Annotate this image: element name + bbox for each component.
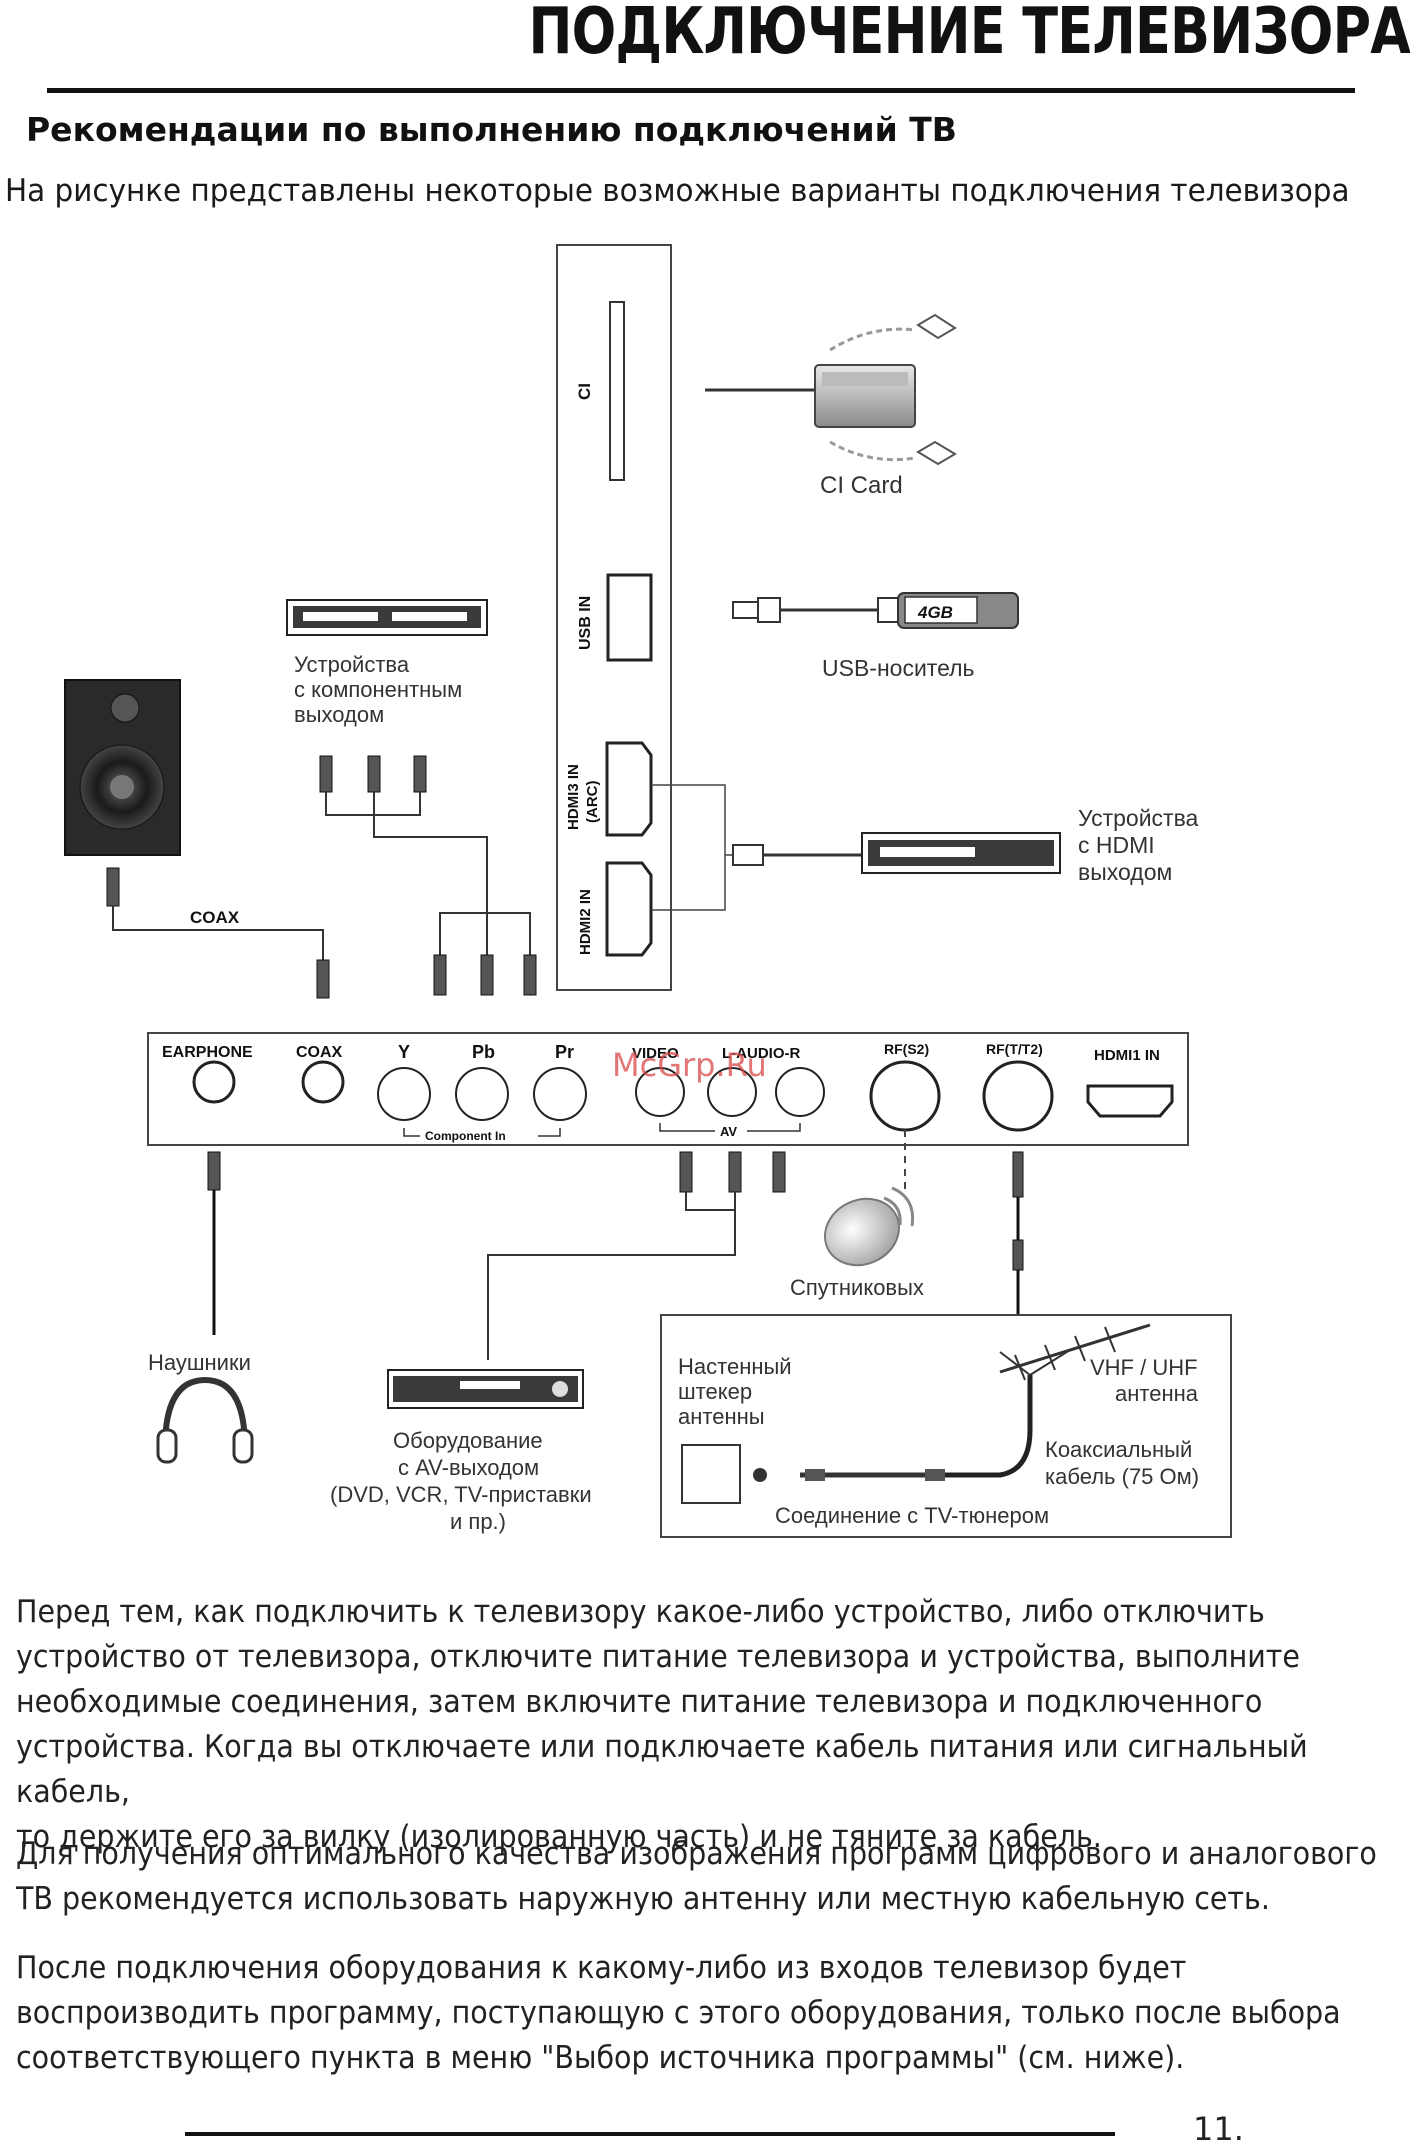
satellite-device: Спутниковых: [790, 1130, 924, 1300]
av-label: AV: [720, 1124, 737, 1139]
connection-diagram: CI USB IN HDMI3 IN (ARC) HDMI2 IN CI Car…: [64, 244, 1232, 1538]
video-label: VIDEO: [632, 1045, 679, 1062]
paragraph-line: Для получения оптимального качества изоб…: [16, 1836, 1377, 1872]
title-rule: [47, 88, 1355, 93]
antenna-label-1: VHF / UHF: [1090, 1355, 1198, 1380]
paragraph-line: устройства. Когда вы отключаете или подк…: [16, 1729, 1308, 1810]
tuner-connection-label: Соединение с TV-тюнером: [775, 1503, 1049, 1528]
page-title: ПОДКЛЮЧЕНИЕ ТЕЛЕВИЗОРА: [528, 0, 1410, 69]
paragraph-line: соответствующего пункта в меню "Выбор ис…: [16, 2040, 1185, 2076]
av-device-label-2: с AV-выходом: [398, 1455, 539, 1480]
hdmi2-port[interactable]: [605, 861, 653, 957]
av-device-label-3: (DVD, VCR, TV-приставки: [330, 1482, 592, 1507]
usb-in-port[interactable]: [606, 573, 653, 662]
ci-slot[interactable]: [609, 301, 625, 481]
earphone-jack[interactable]: [192, 1060, 236, 1104]
hdmi1-port[interactable]: [1086, 1084, 1174, 1118]
hdmi-device-label-3: выходом: [1078, 859, 1172, 885]
watermark: McGrp.Ru: [612, 1046, 767, 1084]
component-device-label-2: с компонентным: [294, 677, 462, 702]
coax-cable-desc-1: Коаксиальный: [1045, 1437, 1192, 1462]
paragraph-line: то держите его за вилку (изолированную ч…: [16, 1819, 1102, 1855]
antenna-icon: [999, 1323, 1151, 1374]
hdmi2-label: HDMI2 IN: [577, 889, 594, 955]
section-heading: Рекомендации по выполнению подключений Т…: [26, 110, 957, 149]
audio-r-jack[interactable]: [775, 1067, 825, 1117]
rf-s2-label: RF(S2): [884, 1041, 929, 1057]
coax-cable-label: COAX: [190, 908, 240, 927]
coax-label: COAX: [296, 1044, 343, 1061]
ci-port-label: CI: [575, 383, 594, 400]
paragraph-line: Перед тем, как подключить к телевизору к…: [16, 1594, 1265, 1630]
rf-s2-jack[interactable]: [869, 1060, 941, 1132]
usb-device: 4GB USB-носитель: [732, 592, 1019, 681]
satellite-label: Спутниковых: [790, 1275, 924, 1300]
pb-jack[interactable]: [455, 1067, 509, 1121]
ci-card-label: CI Card: [820, 472, 903, 499]
wall-socket-label-2: штекер: [678, 1379, 752, 1404]
paragraph-source: После подключения оборудования к какому-…: [16, 1946, 1396, 2081]
antenna-box: Настенный штекер антенны VHF / UHF антен…: [660, 1151, 1232, 1538]
paragraph-line: необходимые соединения, затем включите п…: [16, 1684, 1263, 1720]
satellite-dish-icon: [824, 1197, 900, 1267]
audio-l-jack[interactable]: [707, 1067, 757, 1117]
hdmi1-in-label: HDMI1 IN: [1094, 1047, 1160, 1064]
headphones-label: Наушники: [148, 1350, 251, 1375]
hdmi-device-label-2: с HDMI: [1078, 832, 1155, 858]
paragraph-line: После подключения оборудования к какому-…: [16, 1950, 1187, 1986]
bottom-panel: EARPHONE COAX Y Pb Pr Component In VIDEO…: [147, 1032, 1189, 1146]
paragraph-line: ТВ рекомендуется использовать наружную а…: [16, 1881, 1270, 1917]
hdmi-device: Устройства с HDMI выходом: [651, 784, 1199, 911]
av-device-label-1: Оборудование: [393, 1428, 543, 1453]
usb-capacity-label: 4GB: [917, 603, 953, 622]
ci-card-device: CI Card: [705, 313, 957, 499]
footer-rule: [185, 2132, 1115, 2136]
av-device: Оборудование с AV-выходом (DVD, VCR, TV-…: [330, 1151, 786, 1534]
av-device-label-4: и пр.): [450, 1509, 506, 1534]
antenna-label-2: антенна: [1115, 1381, 1199, 1406]
usb-media-label: USB-носитель: [822, 655, 975, 681]
coax-cable-desc-2: кабель (75 Ом): [1045, 1464, 1199, 1489]
pb-label: Pb: [472, 1042, 495, 1062]
page-number: 11.: [1193, 2110, 1244, 2148]
pr-jack[interactable]: [533, 1067, 587, 1121]
headphones-device: Наушники: [148, 1151, 254, 1464]
intro-text: На рисунке представлены некоторые возмож…: [5, 173, 1350, 209]
paragraph-line: воспроизводить программу, поступающую с …: [16, 1995, 1341, 2031]
y-jack[interactable]: [377, 1067, 431, 1121]
usb-in-label: USB IN: [577, 596, 594, 650]
component-in-label: Component In: [425, 1129, 506, 1143]
hdmi3-arc-label: (ARC): [584, 781, 601, 824]
earphone-label: EARPHONE: [162, 1044, 253, 1061]
component-rca-plugs-bottom: [433, 954, 537, 996]
paragraph-line: устройство от телевизора, отключите пита…: [16, 1639, 1300, 1675]
coax-jack[interactable]: [301, 1060, 345, 1104]
y-label: Y: [398, 1042, 410, 1062]
video-jack[interactable]: [635, 1067, 685, 1117]
speaker-device: COAX: [64, 679, 330, 999]
paragraph-antenna: Для получения оптимального качества изоб…: [16, 1832, 1396, 1922]
wall-socket-label-3: антенны: [678, 1404, 765, 1429]
component-device-label-1: Устройства: [294, 652, 410, 677]
rf-t-t2-jack[interactable]: [982, 1060, 1054, 1132]
hdmi3-port[interactable]: [605, 741, 653, 837]
paragraph-safety: Перед тем, как подключить к телевизору к…: [16, 1590, 1396, 1860]
headphones-icon: [162, 1376, 248, 1449]
component-rca-plugs-top: [319, 755, 427, 793]
hdmi3-label: HDMI3 IN: [565, 764, 582, 830]
wall-socket-icon: [681, 1444, 741, 1504]
hdmi-device-label-1: Устройства: [1078, 805, 1199, 831]
pr-label: Pr: [555, 1042, 574, 1062]
l-audio-r-label: L-AUDIO-R: [722, 1045, 800, 1062]
wall-socket-label-1: Настенный: [678, 1354, 792, 1379]
component-device-label-3: выходом: [294, 702, 384, 727]
component-device: Устройства с компонентным выходом: [286, 599, 537, 996]
rf-t-t2-label: RF(T/T2): [986, 1041, 1043, 1057]
side-panel: CI USB IN HDMI3 IN (ARC) HDMI2 IN: [556, 244, 672, 991]
